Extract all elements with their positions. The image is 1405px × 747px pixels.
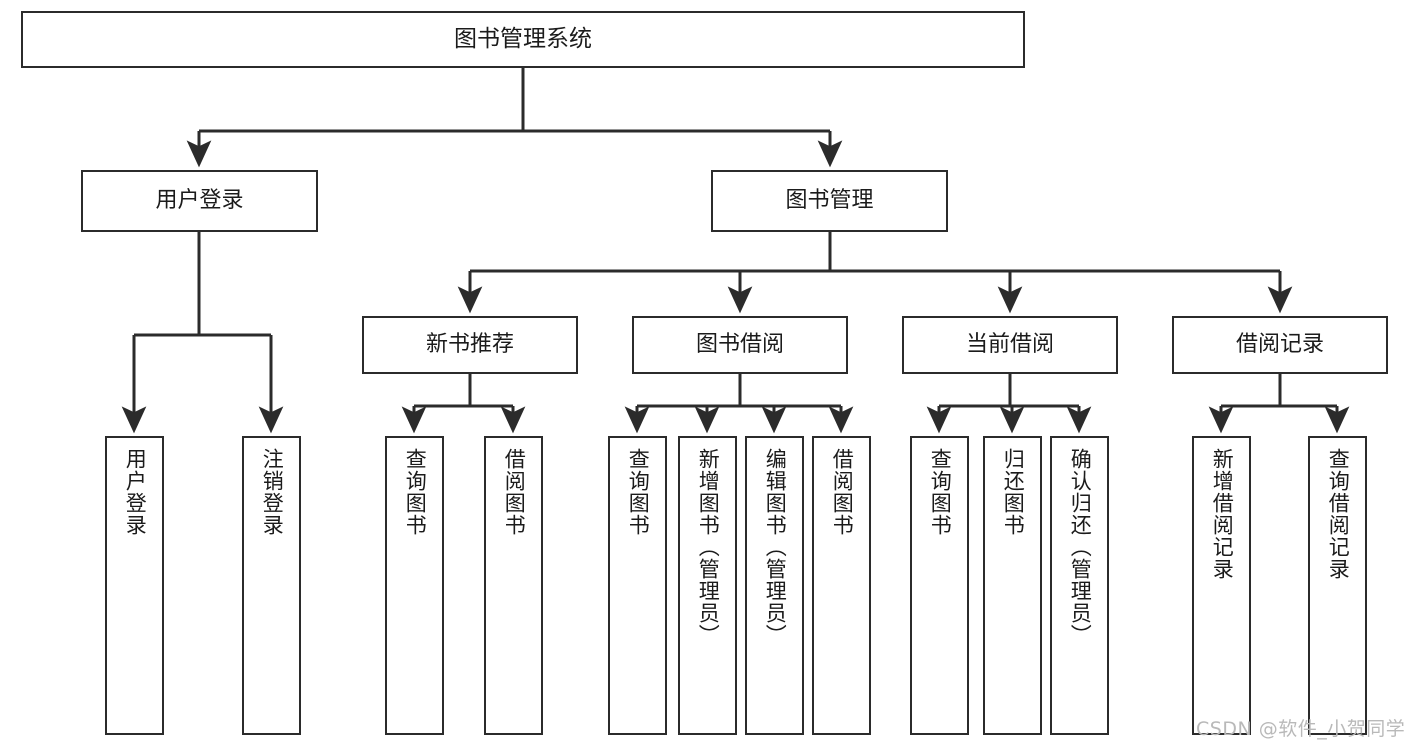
- node-book-borrow-label: 图书借阅: [695, 332, 784, 358]
- node-leaf-query-book-2-label: 查询图书: [626, 448, 651, 536]
- node-book-manage-label: 图书管理: [785, 188, 874, 214]
- node-leaf-borrow-book-1[interactable]: 借阅图书: [484, 436, 543, 735]
- node-current-borrow[interactable]: 当前借阅: [902, 316, 1118, 374]
- node-leaf-query-book-2[interactable]: 查询图书: [608, 436, 667, 735]
- node-current-borrow-label: 当前借阅: [965, 332, 1054, 358]
- node-leaf-query-book-1-label: 查询图书: [403, 448, 428, 536]
- node-leaf-add-book-label: 新增图书（管理员）: [696, 448, 721, 646]
- node-leaf-confirm-return-label: 确认归还（管理员）: [1068, 448, 1093, 646]
- node-leaf-add-book[interactable]: 新增图书（管理员）: [678, 436, 737, 735]
- node-leaf-query-book-3-label: 查询图书: [928, 448, 953, 536]
- node-leaf-edit-book-label: 编辑图书（管理员）: [763, 448, 788, 646]
- node-leaf-edit-book[interactable]: 编辑图书（管理员）: [745, 436, 804, 735]
- node-book-manage[interactable]: 图书管理: [711, 170, 948, 232]
- node-leaf-borrow-book-2[interactable]: 借阅图书: [812, 436, 871, 735]
- node-leaf-query-record[interactable]: 查询借阅记录: [1308, 436, 1367, 735]
- node-leaf-borrow-book-2-label: 借阅图书: [830, 448, 855, 536]
- node-leaf-return-book-label: 归还图书: [1001, 448, 1026, 536]
- node-leaf-return-book[interactable]: 归还图书: [983, 436, 1042, 735]
- node-borrow-record[interactable]: 借阅记录: [1172, 316, 1388, 374]
- node-leaf-user-logout[interactable]: 注销登录: [242, 436, 301, 735]
- node-root[interactable]: 图书管理系统: [21, 11, 1025, 68]
- node-new-book-recommend-label: 新书推荐: [425, 332, 514, 358]
- node-root-label: 图书管理系统: [454, 25, 592, 52]
- node-leaf-add-record-label: 新增借阅记录: [1210, 448, 1235, 580]
- node-leaf-add-record[interactable]: 新增借阅记录: [1192, 436, 1251, 735]
- csdn-watermark: CSDN @软件_小贺同学: [1196, 718, 1405, 740]
- node-user-login[interactable]: 用户登录: [81, 170, 318, 232]
- node-book-borrow[interactable]: 图书借阅: [632, 316, 848, 374]
- node-leaf-confirm-return[interactable]: 确认归还（管理员）: [1050, 436, 1109, 735]
- node-user-login-label: 用户登录: [155, 188, 244, 214]
- node-leaf-user-login-label: 用户登录: [123, 448, 148, 536]
- node-leaf-user-logout-label: 注销登录: [260, 448, 285, 536]
- node-leaf-borrow-book-1-label: 借阅图书: [502, 448, 527, 536]
- node-leaf-user-login[interactable]: 用户登录: [105, 436, 164, 735]
- node-leaf-query-book-3[interactable]: 查询图书: [910, 436, 969, 735]
- node-leaf-query-book-1[interactable]: 查询图书: [385, 436, 444, 735]
- node-leaf-query-record-label: 查询借阅记录: [1326, 448, 1351, 580]
- node-new-book-recommend[interactable]: 新书推荐: [362, 316, 578, 374]
- node-borrow-record-label: 借阅记录: [1235, 332, 1324, 358]
